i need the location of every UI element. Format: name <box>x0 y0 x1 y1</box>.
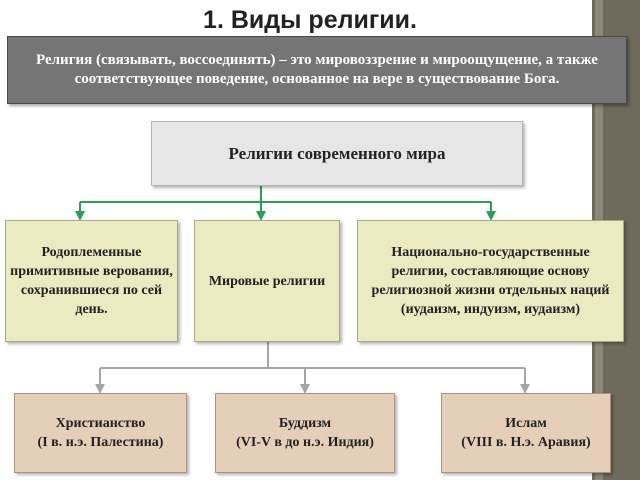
religion-islam-name: Ислам <box>505 416 547 431</box>
root-label: Религии современного мира <box>228 143 446 163</box>
slide-title: 1. Виды религии. <box>203 6 417 34</box>
root-node: Религии современного мира <box>151 121 523 186</box>
religion-buddhism-node: Буддизм (VI-V в до н.э. Индия) <box>215 393 395 473</box>
category-tribal-node: Родоплеменные примитивные верования, сох… <box>5 220 178 342</box>
category-world-node: Мировые религии <box>194 220 340 342</box>
root-connectors <box>75 186 496 221</box>
religion-christianity-detail: (I в. н.э. Палестина) <box>37 435 164 450</box>
religion-islam-text: Ислам (VIII в. Н.э. Аравия) <box>461 414 590 452</box>
religion-islam-detail: (VIII в. Н.э. Аравия) <box>461 435 591 450</box>
category-tribal-label: Родоплеменные примитивные верования, сох… <box>10 245 173 317</box>
religion-buddhism-detail: (VI-V в до н.э. Индия) <box>236 435 374 450</box>
definition-box: Религия (связывать, воссоединять) – это … <box>7 36 627 104</box>
religion-christianity-name: Христианство <box>55 416 146 431</box>
category-national-node: Национально-государственные религии, сос… <box>357 220 624 342</box>
world-connectors <box>95 342 530 394</box>
category-world-label: Мировые религии <box>208 273 326 289</box>
religion-buddhism-text: Буддизм (VI-V в до н.э. Индия) <box>236 414 374 452</box>
category-national-label: Национально-государственные религии, сос… <box>371 245 610 317</box>
religion-buddhism-name: Буддизм <box>278 416 332 431</box>
religion-christianity-node: Христианство (I в. н.э. Палестина) <box>14 393 187 473</box>
religion-christianity-text: Христианство (I в. н.э. Палестина) <box>38 414 164 452</box>
religion-islam-node: Ислам (VIII в. Н.э. Аравия) <box>441 393 611 473</box>
definition-text: Религия (связывать, воссоединять) – это … <box>36 52 598 87</box>
